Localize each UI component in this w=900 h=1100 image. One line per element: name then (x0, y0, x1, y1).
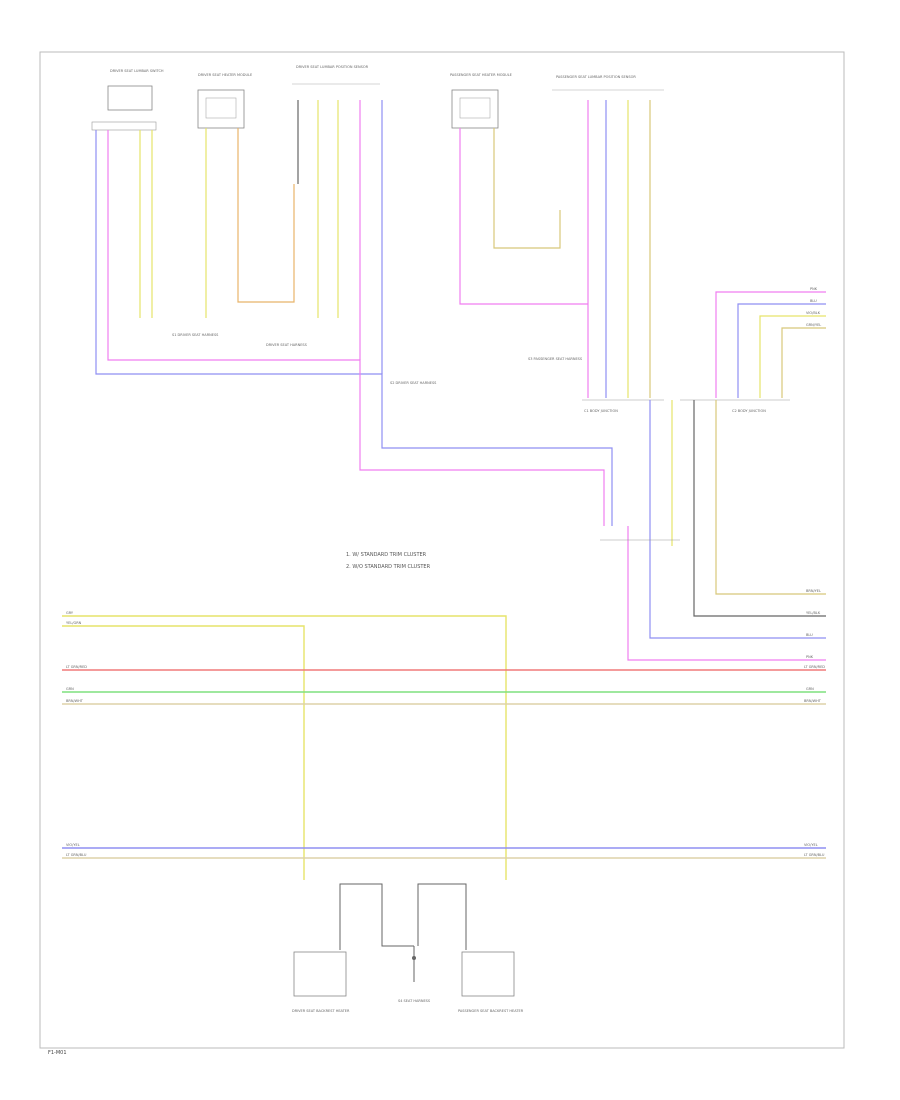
bus-left-labels: GRY YEL/GRN LT GRN/RED GRN BRN/WHT VIO/Y… (66, 611, 87, 857)
svg-text:BLU: BLU (810, 299, 817, 303)
splice-center-label: S2 DRIVER SEAT HARNESS (390, 381, 437, 385)
junction-left: C1 BODY JUNCTION (582, 399, 664, 413)
svg-text:PNK: PNK (810, 287, 818, 291)
junction-right: C2 BODY JUNCTION (680, 399, 790, 413)
svg-text:BRN/WHT: BRN/WHT (804, 699, 822, 703)
bus-right-labels: BRN/YEL YEL/BLK BLU PNK LT GRN/RED GRN B… (804, 589, 825, 857)
top-harness-b-label: PASSENGER SEAT LUMBAR POSITION SENSOR (556, 75, 636, 79)
top-harness-b: PASSENGER SEAT LUMBAR POSITION SENSOR (552, 75, 664, 91)
svg-text:LT GRN/BLU: LT GRN/BLU (66, 853, 87, 857)
top-harness-a: DRIVER SEAT LUMBAR POSITION SENSOR (292, 65, 380, 85)
bottom-right-label: PASSENGER SEAT BACKREST HEATER (458, 1009, 524, 1013)
svg-text:BLU: BLU (806, 633, 813, 637)
wires-top-right (459, 100, 826, 398)
svg-text:BRN/YEL: BRN/YEL (806, 589, 821, 593)
diagram-frame (39, 51, 845, 1049)
wires-middle (600, 400, 826, 661)
junction-left-label: C1 BODY JUNCTION (584, 409, 618, 413)
note-1: 1. W/ STANDARD TRIM CLUSTER (346, 552, 427, 558)
svg-text:YEL/GRN: YEL/GRN (66, 621, 82, 625)
svg-text:VIO/YEL: VIO/YEL (804, 843, 818, 847)
svg-text:YEL/BLK: YEL/BLK (806, 611, 821, 615)
top-switch-a: DRIVER SEAT LUMBAR SWITCH (91, 69, 164, 131)
splice-mid-label: DRIVER SEAT HARNESS (266, 343, 308, 347)
svg-text:LT GRN/RED: LT GRN/RED (804, 665, 825, 669)
splice-left-label: S1 DRIVER SEAT HARNESS (172, 333, 219, 337)
wires-top-left (95, 100, 613, 526)
bottom-center-label: S4 SEAT HARNESS (398, 999, 431, 1003)
svg-text:GRN: GRN (66, 687, 74, 691)
bottom-right-heater: PASSENGER SEAT BACKREST HEATER (458, 951, 524, 1013)
top-harness-a-label: DRIVER SEAT LUMBAR POSITION SENSOR (296, 65, 369, 69)
bottom-left-heater: DRIVER SEAT BACKREST HEATER (292, 951, 350, 1013)
svg-text:GRY: GRY (66, 611, 74, 615)
splice-right-label: S3 PASSENGER SEAT HARNESS (528, 357, 583, 361)
svg-text:LT GRN/RED: LT GRN/RED (66, 665, 87, 669)
svg-text:VIO/BLK: VIO/BLK (806, 311, 821, 315)
bus-lines (62, 615, 826, 880)
svg-text:GRN: GRN (806, 687, 814, 691)
top-switch-c: PASSENGER SEAT HEATER MODULE (450, 73, 512, 129)
svg-text:PNK: PNK (806, 655, 814, 659)
top-switch-b: DRIVER SEAT HEATER MODULE (197, 73, 252, 129)
svg-text:LT GRN/BLU: LT GRN/BLU (804, 853, 825, 857)
note-2: 2. W/O STANDARD TRIM CLUSTER (346, 564, 431, 570)
footer-code: F1-M01 (48, 1050, 67, 1056)
bottom-wires (339, 883, 467, 982)
bottom-left-label: DRIVER SEAT BACKREST HEATER (292, 1009, 350, 1013)
top-switch-b-label: DRIVER SEAT HEATER MODULE (198, 73, 252, 77)
svg-text:VIO/YEL: VIO/YEL (66, 843, 80, 847)
svg-text:GRN/YEL: GRN/YEL (806, 323, 821, 327)
bottom-center-splice: S4 SEAT HARNESS (398, 956, 431, 1003)
bus-top-right-labels: PNK BLU VIO/BLK GRN/YEL (806, 287, 821, 327)
svg-text:BRN/WHT: BRN/WHT (66, 699, 84, 703)
top-switch-a-label: DRIVER SEAT LUMBAR SWITCH (110, 69, 164, 73)
top-switch-c-label: PASSENGER SEAT HEATER MODULE (450, 73, 512, 77)
junction-right-label: C2 BODY JUNCTION (732, 409, 766, 413)
